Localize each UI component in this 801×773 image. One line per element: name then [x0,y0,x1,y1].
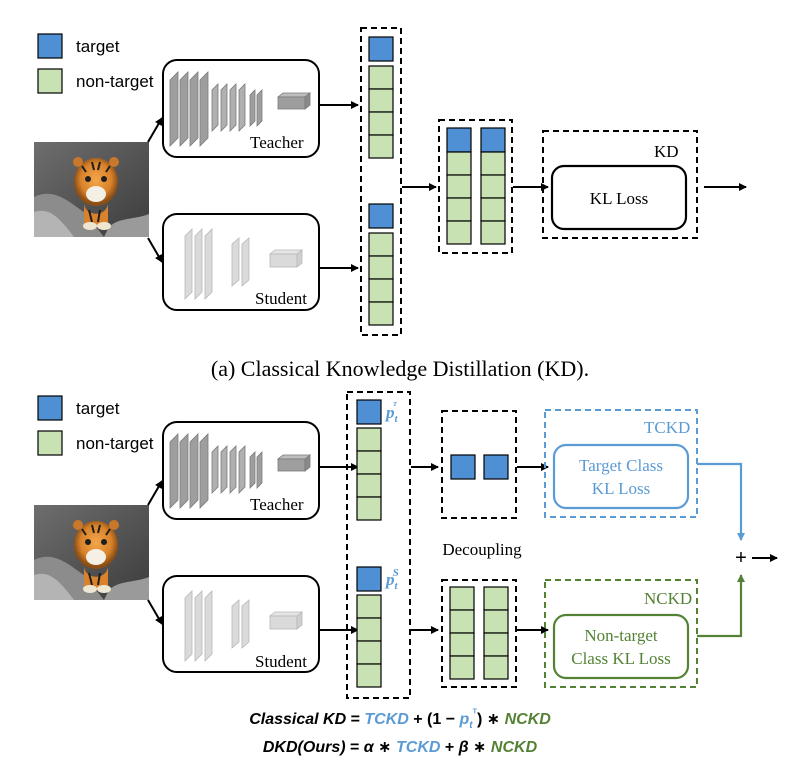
teacher-logits-bottom [356,399,382,521]
target-cell [446,127,472,153]
p-student-label: ptS [384,567,399,592]
student-logits-top [368,203,394,326]
target-legend-label: target [76,399,120,418]
kl-loss-label: KL Loss [590,189,648,208]
non-target-cell [480,220,506,245]
target-cell [450,454,476,480]
non-target-cell [446,151,472,176]
non-target-cell [368,111,394,136]
non-target-cell [356,640,382,665]
non-target-legend-swatch [37,430,63,456]
non-target-cell [368,301,394,326]
non-target-legend-label: non-target [76,72,154,91]
target-cell [480,127,506,153]
teacher-logits-top [368,36,394,159]
nckd-to-sum-connector [697,574,745,638]
non-target-cell [368,88,394,113]
nckd-label: NCKD [644,589,692,608]
non-target-cell [356,427,382,452]
teacher-network-bottom: Teacher [162,421,320,520]
teacher-network-top: Teacher [162,59,320,158]
softmax-columns-top [446,127,506,245]
non-target-legend-label: non-target [76,434,154,453]
non-target-cell [483,609,509,634]
logits-group-top [360,27,402,336]
kl-loss-box [550,164,688,231]
non-target-cell [368,255,394,280]
non-target-cell [480,197,506,222]
nckd-loss-line2: Class KL Loss [571,649,671,668]
nckd-loss-box [552,613,690,680]
target-legend-swatch [37,33,63,59]
tckd-loss-line1: Target Class [579,456,663,475]
arrow-image-to-teacher-top [147,117,163,143]
teacher-label-top: Teacher [250,133,304,152]
input-image-bottom [34,505,149,600]
student-network-top: Student [162,213,320,311]
caption-a: (a) Classical Knowledge Distillation (KD… [211,356,589,381]
non-target-cell [446,174,472,199]
student-logits-bottom [356,566,382,688]
non-target-cell [368,232,394,257]
non-target-cell [483,632,509,657]
non-target-cell [368,65,394,90]
student-label-bottom: Student [255,652,307,671]
non-target-cell [356,473,382,498]
non-target-cell [356,594,382,619]
legend-top: target non-target [37,33,154,94]
logits-group-bottom [346,391,411,699]
target-cell [368,203,394,229]
tckd-to-sum-connector [697,462,745,541]
non-target-cell [449,655,475,680]
student-network-bottom: Student [162,575,320,673]
target-legend-label: target [76,37,120,56]
equation-classical-kd: Classical KD = TCKD + (1 − ptᵀ) ∗ NCKD [249,708,551,731]
input-image-top [34,142,149,237]
equation-dkd: DKD(Ours) = α ∗ TCKD + β ∗ NCKD [263,739,538,756]
target-cell [356,399,382,425]
non-target-cell [356,496,382,521]
non-target-cell [446,197,472,222]
tckd-loss-line2: KL Loss [592,479,650,498]
non-target-cell [449,632,475,657]
non-target-cell [480,174,506,199]
non-target-cell [449,609,475,634]
arrow-image-to-teacher-bottom [147,480,163,506]
nckd-loss-line1: Non-target [584,626,658,645]
non-target-cell [368,134,394,159]
plus-sign: + [735,547,747,569]
target-legend-swatch [37,395,63,421]
non-target-cell [446,220,472,245]
non-target-legend-swatch [37,68,63,94]
non-target-cell [356,450,382,475]
nckd-group [544,579,698,688]
non-target-cell [368,278,394,303]
target-cell [483,454,509,480]
teacher-label-bottom: Teacher [250,495,304,514]
kd-label: KD [654,142,679,161]
softmax-group-top [438,119,513,254]
legend-bottom: target non-target [37,395,154,456]
student-label-top: Student [255,289,307,308]
target-cell [356,566,382,592]
p-teacher-label: ptᵀ [384,400,399,425]
target-cell [368,36,394,62]
decoupling-label: Decoupling [442,540,522,559]
non-target-cell [356,663,382,688]
arrow-image-to-student-top [147,237,163,263]
nontarget-columns [449,586,509,680]
non-target-cell [480,151,506,176]
arrow-image-to-student-bottom [147,599,163,625]
tckd-label: TCKD [644,418,690,437]
tckd-loss-box [552,443,690,510]
non-target-cell [356,617,382,642]
non-target-cell [449,586,475,611]
non-target-cell [483,655,509,680]
non-target-cell [483,586,509,611]
